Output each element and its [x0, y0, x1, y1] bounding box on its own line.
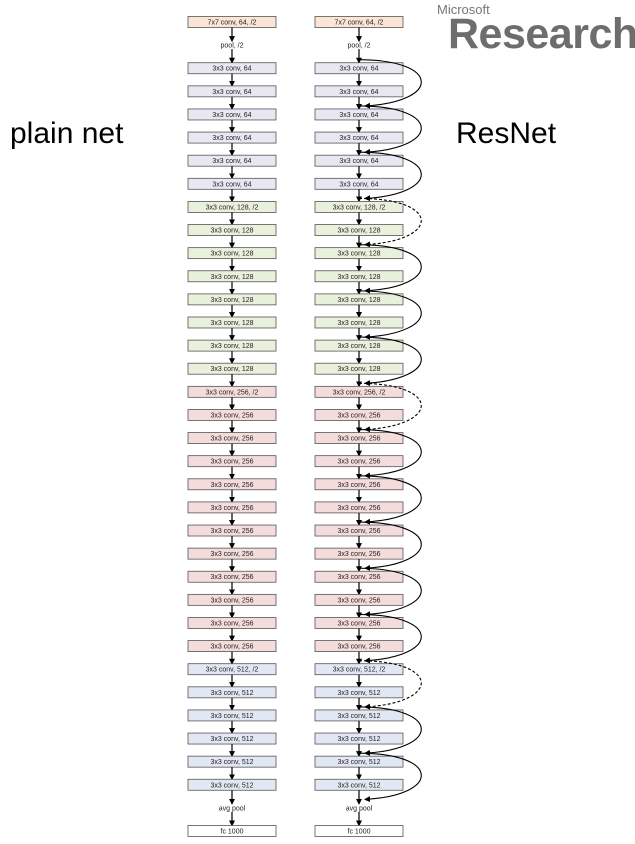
resnet-layer-label: 3x3 conv, 256: [337, 620, 380, 627]
plain-layer-label: 3x3 conv, 256: [210, 412, 253, 419]
resnet-layer-label: 3x3 conv, 64: [339, 66, 378, 73]
plain-layer-label: 3x3 conv, 64: [212, 181, 251, 188]
resnet-layer-label: 3x3 conv, 128: [337, 320, 380, 327]
plain-layer-label: 7x7 conv, 64, /2: [208, 20, 257, 27]
plain-layer-label: pool, /2: [221, 43, 244, 50]
resnet-layer-label: 3x3 conv, 64: [339, 135, 378, 142]
resnet-layer-box: [314, 825, 404, 837]
plain-layer-label: 3x3 conv, 512: [210, 713, 253, 720]
plain-layer-label: 3x3 conv, 64: [212, 112, 251, 119]
plain-layer-label: 3x3 conv, 512: [210, 690, 253, 697]
shortcut-connection: [358, 290, 422, 340]
plain-layer-label: 3x3 conv, 64: [212, 135, 251, 142]
plain-net-label: plain net: [10, 117, 124, 150]
resnet-layer-label: 3x3 conv, 64: [339, 158, 378, 165]
shortcut-connections: [358, 59, 422, 803]
shortcut-connection: [358, 567, 422, 618]
resnet-label: ResNet: [456, 117, 557, 150]
resnet-layer-label: 3x3 conv, 512: [337, 736, 380, 743]
plain-layer-label: 3x3 conv, 512, /2: [206, 667, 259, 674]
plain-layer-label: 3x3 conv, 256: [210, 528, 253, 535]
plain-layer-label: 3x3 conv, 128: [210, 366, 253, 373]
plain-net-column: 7x7 conv, 64, /2 pool, /2 3x3 conv, 64 3x3 …: [187, 16, 277, 837]
plain-layer-label: 3x3 conv, 256: [210, 597, 253, 604]
resnet-layer-label: avg pool: [346, 805, 373, 812]
plain-layer-label: 3x3 conv, 512: [210, 736, 253, 743]
resnet-layer-label: fc 1000: [348, 829, 371, 836]
shortcut-connection: [358, 382, 422, 433]
plain-layer-label: 3x3 conv, 256: [210, 482, 253, 489]
plain-layer-label: 3x3 conv, 512: [210, 759, 253, 766]
resnet-layer-label: 3x3 conv, 256: [337, 528, 380, 535]
shortcut-connection: [358, 613, 422, 664]
resnet-layer-label: 3x3 conv, 256: [337, 459, 380, 466]
plain-layer-label: 3x3 conv, 64: [212, 158, 251, 165]
resnet-layer-label: 3x3 conv, 256: [337, 482, 380, 489]
plain-layer-label: 3x3 conv, 256: [210, 505, 253, 512]
shortcut-connection: [358, 197, 422, 248]
plain-layer-label: 3x3 conv, 128: [210, 297, 253, 304]
plain-layer-label: 3x3 conv, 256: [210, 551, 253, 558]
resnet-layer-label: 3x3 conv, 512, /2: [333, 667, 386, 674]
resnet-layer-label: 3x3 conv, 128: [337, 228, 380, 235]
resnet-layer-label: 3x3 conv, 512: [337, 713, 380, 720]
resnet-layer-label: 3x3 conv, 64: [339, 89, 378, 96]
plain-layer-label: 3x3 conv, 128: [210, 343, 253, 350]
shortcut-connection: [358, 59, 422, 109]
plain-layer-label: 3x3 conv, 128: [210, 228, 253, 235]
plain-layer-label: 3x3 conv, 512: [210, 782, 253, 789]
shortcut-connection: [358, 336, 422, 387]
shortcut-connection: [358, 752, 422, 803]
resnet-layer-label: 3x3 conv, 256: [337, 412, 380, 419]
resnet-layer-label: 3x3 conv, 128: [337, 274, 380, 281]
plain-layer-label: 3x3 conv, 256: [210, 644, 253, 651]
resnet-layer-label: 3x3 conv, 512: [337, 782, 380, 789]
resnet-layer-label: pool, /2: [348, 43, 371, 50]
plain-layer-label: 3x3 conv, 256: [210, 620, 253, 627]
shortcut-connection: [358, 105, 422, 155]
resnet-layer-label: 3x3 conv, 256: [337, 551, 380, 558]
plain-layer-label: 3x3 conv, 128: [210, 320, 253, 327]
resnet-layer-label: 3x3 conv, 512: [337, 690, 380, 697]
shortcut-connection: [358, 429, 422, 479]
plain-layer-label: 3x3 conv, 256, /2: [206, 389, 259, 396]
plain-layer-label: 3x3 conv, 128: [210, 251, 253, 258]
resnet-layer-label: 3x3 conv, 128: [337, 366, 380, 373]
shortcut-connection: [358, 475, 422, 525]
resnet-layer-label: 3x3 conv, 256: [337, 505, 380, 512]
plain-layer-label: avg pool: [219, 805, 246, 812]
plain-layer-label: 3x3 conv, 128: [210, 274, 253, 281]
resnet-layer-label: 3x3 conv, 64: [339, 112, 378, 119]
resnet-layer-label: 3x3 conv, 128, /2: [333, 204, 386, 211]
resnet-layer-label: 3x3 conv, 256: [337, 644, 380, 651]
microsoft-logo-text: Microsoft: [437, 2, 490, 17]
plain-layer-label: 3x3 conv, 256: [210, 459, 253, 466]
shortcut-connection: [358, 660, 422, 710]
plain-layer-label: 3x3 conv, 256: [210, 574, 253, 581]
resnet-layer-label: 3x3 conv, 256: [337, 574, 380, 581]
shortcut-connection: [358, 706, 422, 756]
plain-layer-label: 3x3 conv, 64: [212, 89, 251, 96]
shortcut-connection: [358, 244, 422, 294]
resnet-layer-label: 3x3 conv, 128: [337, 251, 380, 258]
resnet-layer-label: 3x3 conv, 256: [337, 436, 380, 443]
shortcut-connection: [358, 151, 422, 202]
resnet-column: 7x7 conv, 64, /2 pool, /2 3x3 conv, 64 3x3 …: [314, 16, 404, 837]
resnet-layer-label: 7x7 conv, 64, /2: [335, 20, 384, 27]
resnet-layer-label: 3x3 conv, 128: [337, 343, 380, 350]
plain-layer-box: [187, 825, 277, 837]
plain-layer-label: 3x3 conv, 128, /2: [206, 204, 259, 211]
plain-layer-label: fc 1000: [221, 829, 244, 836]
plain-layer-label: 3x3 conv, 64: [212, 66, 251, 73]
resnet-layer-label: 3x3 conv, 512: [337, 759, 380, 766]
resnet-layer-label: 3x3 conv, 128: [337, 297, 380, 304]
resnet-layer-label: 3x3 conv, 256: [337, 597, 380, 604]
plain-layer-label: 3x3 conv, 256: [210, 436, 253, 443]
shortcut-connection: [358, 521, 422, 571]
research-logo-text: Research: [448, 10, 635, 58]
resnet-layer-label: 3x3 conv, 64: [339, 181, 378, 188]
resnet-layer-label: 3x3 conv, 256, /2: [333, 389, 386, 396]
